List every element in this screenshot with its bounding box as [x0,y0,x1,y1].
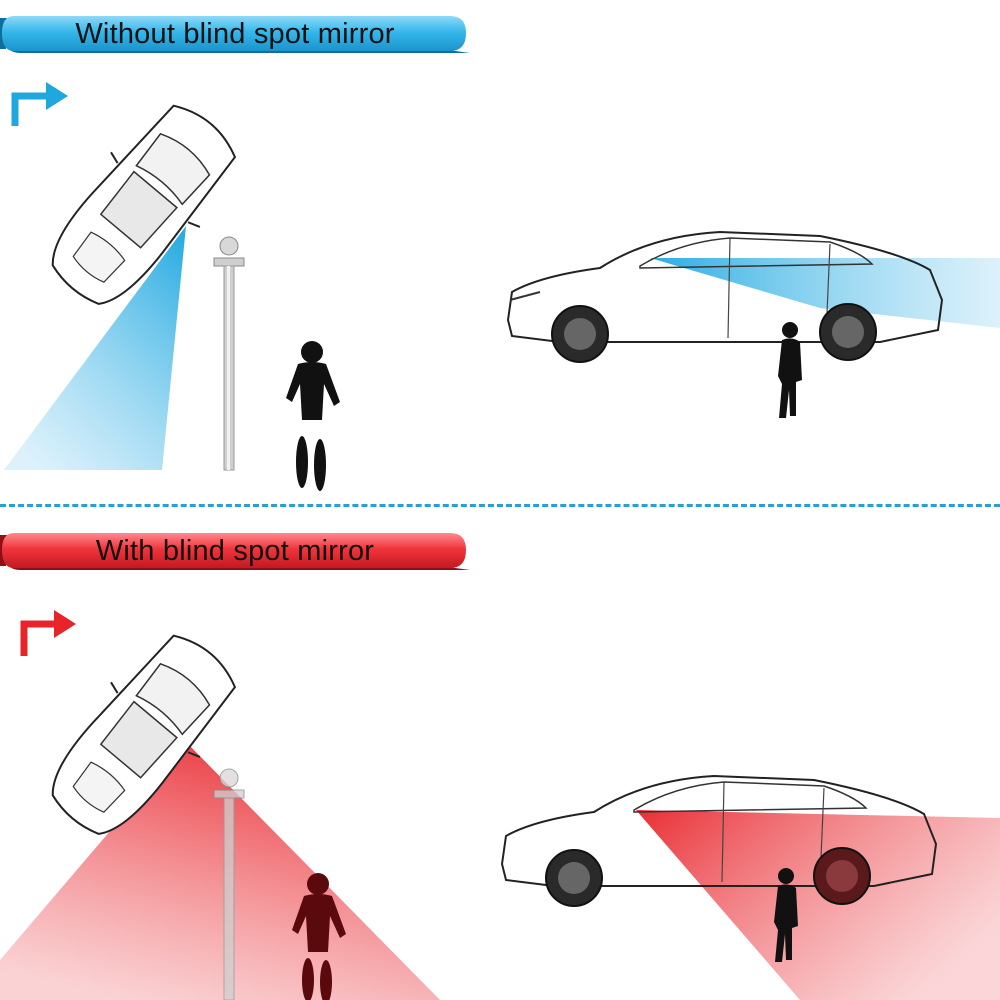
cyclist-silhouette [292,873,346,1000]
turn-right-arrow-icon [11,82,68,126]
sports-car-top-view [51,634,237,835]
cyclist-silhouette [286,341,340,491]
without-mirror-scene [4,82,1000,491]
pedestrian-silhouette [778,322,802,418]
sedan-side-view [506,230,944,363]
mirror-view-cone [0,742,440,1000]
lamp-post [213,236,245,471]
section-divider [0,504,1000,507]
with-mirror-panel: With blind spot mirror [0,500,1000,1000]
without-mirror-panel: Without blind spot mirror [0,13,1000,491]
sports-car-top-view [51,104,237,305]
pedestrian-silhouette [774,868,798,962]
without-mirror-banner: Without blind spot mirror [0,13,470,55]
without-mirror-title: Without blind spot mirror [75,18,395,50]
mirror-view-cone [4,226,186,470]
mirror-view-cone [636,810,1000,1000]
with-mirror-scene [0,610,1000,1000]
with-mirror-title: With blind spot mirror [95,535,375,567]
with-mirror-banner: With blind spot mirror [0,530,470,572]
mirror-view-cone [650,258,1000,328]
sedan-side-view [500,774,938,907]
turn-right-arrow-icon [20,610,76,656]
lamp-post [213,768,245,1000]
